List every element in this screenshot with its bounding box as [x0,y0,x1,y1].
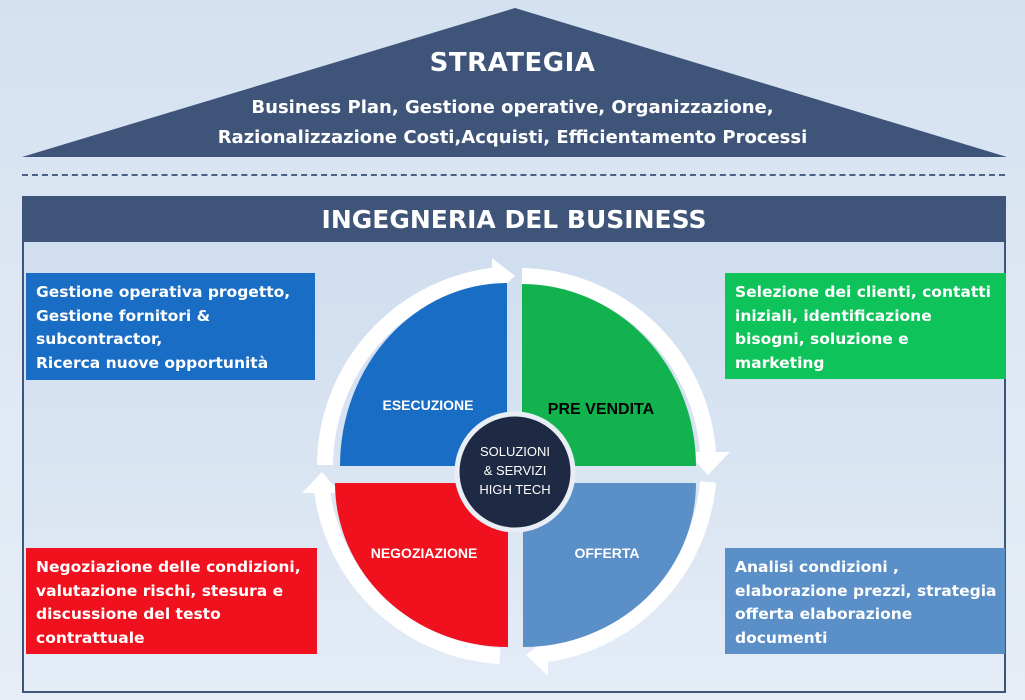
presales-description-line: marketing [735,353,825,372]
presales-description-line: bisogni, soluzione e [735,330,909,348]
roof-shape [22,8,1007,157]
negotiation-description-line: Negoziazione delle condizioni, [36,558,301,576]
execution-description-box: Gestione operativa progetto, Gestione fo… [26,273,315,380]
strategy-line-1: Business Plan, Gestione operative, Organ… [251,97,774,118]
center-label-line: & SERVIZI [484,463,547,478]
presales-description-box: Selezione dei clienti, contatti iniziali… [725,273,1006,379]
offer-description-line: Analisi condizioni , [735,558,899,576]
quadrant-esecuzione [340,283,507,466]
presales-description-line: Selezione dei clienti, contatti [735,283,991,301]
execution-description-line: Gestione fornitori & [36,306,211,325]
offer-description-line: offerta elaborazione [735,605,913,623]
quadrant-pre-vendita [522,284,696,466]
negotiation-description-line: contrattuale [36,628,145,647]
presales-description-line: iniziali, identificazione [735,306,932,325]
quadrant-offerta [523,483,696,647]
execution-description-line: Gestione operativa progetto, [36,283,291,301]
execution-description-line: subcontractor, [36,330,163,348]
quadrant-negoziazione [335,483,508,647]
ring-arc-top-right [521,268,716,454]
ring-arc-bottom-left [314,488,501,664]
arrowhead-bottom [526,637,548,676]
ring-arc-top-left [317,267,501,466]
label-offerta: OFFERTA [574,545,639,561]
divider [22,174,1005,176]
business-engineering-title: INGEGNERIA DEL BUSINESS [24,198,1004,242]
center-label-line: HIGH TECH [479,482,550,497]
center-label-line: SOLUZIONI [480,444,550,459]
arrowhead-right [687,452,730,475]
offer-description-box: Analisi condizioni , elaborazione prezzi… [725,548,1005,654]
label-pre-vendita: PRE VENDITA [548,401,655,418]
offer-description-line: elaborazione prezzi, strategia [735,581,997,600]
execution-description-line: Ricerca nuove opportunità [36,353,269,372]
strategy-title: STRATEGIA [429,48,596,78]
strategy-line-2: Razionalizzazione Costi,Acquisti, Effici… [217,127,808,148]
center-circle [454,411,576,533]
negotiation-description-line: discussione del testo [36,605,221,623]
offer-description-line: documenti [735,628,828,647]
label-esecuzione: ESECUZIONE [382,397,473,413]
negotiation-description-box: Negoziazione delle condizioni, valutazio… [26,548,317,654]
arrowhead-left [302,472,340,493]
ring-arc-bottom-right [539,481,716,663]
negotiation-description-line: valutazione rischi, stesura e [36,581,284,600]
label-negoziazione: NEGOZIAZIONE [371,545,478,561]
